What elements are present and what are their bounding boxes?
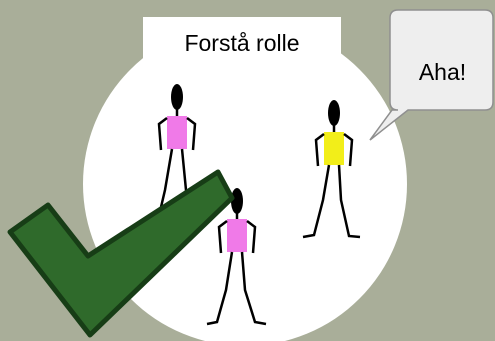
title-label: Forstå rolle [143, 29, 341, 57]
speech-bubble-text: Aha! [390, 58, 495, 86]
